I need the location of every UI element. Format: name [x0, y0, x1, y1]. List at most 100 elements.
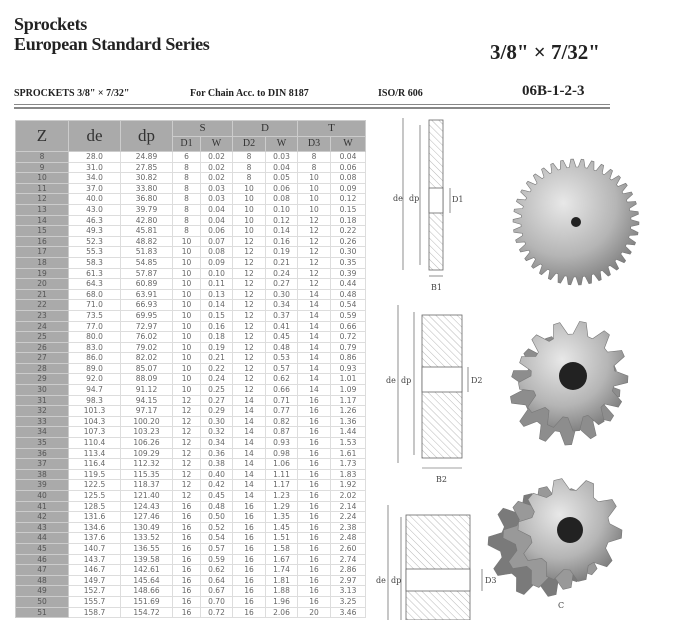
chain-standard: For Chain Acc. to DIN 8187 — [190, 88, 309, 99]
triple-sprocket-section: de dp D3 C — [376, 505, 564, 620]
table-cell: 0.79 — [330, 341, 366, 354]
table-cell: 1.01 — [330, 373, 366, 386]
table-cell: 1.92 — [330, 479, 366, 491]
table-cell: 2.14 — [330, 500, 366, 513]
table-cell: 1.44 — [330, 426, 366, 439]
col-d1: D1 — [172, 135, 201, 152]
label-b1: B1 — [431, 283, 442, 292]
label-c: C — [558, 601, 564, 610]
divider — [14, 104, 610, 105]
label-dp: dp — [401, 376, 411, 385]
label-b2: B2 — [436, 475, 447, 484]
col-w: W — [330, 135, 366, 152]
table-cell: 0.44 — [330, 278, 366, 290]
single-sprocket-section: de dp D1 B1 — [393, 118, 464, 292]
product-label: SPROCKETS 3/8" × 7/32" — [14, 88, 130, 99]
table-cell: 0.48 — [330, 288, 366, 301]
pitch-size: 3/8" × 7/32" — [490, 40, 600, 64]
col-de: de — [68, 120, 121, 152]
table-cell: 1.83 — [330, 468, 366, 481]
table-cell: 2.02 — [330, 490, 366, 502]
table-cell: 1.53 — [330, 437, 366, 449]
col-z: Z — [15, 120, 69, 152]
iso-standard: ISO/R 606 — [378, 88, 423, 99]
col-w: W — [265, 135, 298, 152]
table-cell: 0.93 — [330, 362, 366, 375]
table-cell: 1.09 — [330, 384, 366, 396]
label-dp: dp — [391, 576, 401, 585]
col-d2: D2 — [232, 135, 266, 152]
table-cell: 0.59 — [330, 309, 366, 322]
table-cell: 1.73 — [330, 458, 366, 470]
table-cell: 1.61 — [330, 447, 366, 460]
table-cell: 0.39 — [330, 267, 366, 280]
label-d3: D3 — [485, 576, 497, 585]
page-subtitle: European Standard Series — [14, 34, 210, 54]
label-dp: dp — [409, 194, 419, 203]
table-cell: 0.30 — [330, 246, 366, 258]
page-title: Sprockets — [14, 14, 87, 34]
col-dp: dp — [120, 120, 173, 152]
label-d1: D1 — [452, 195, 464, 204]
label-de: de — [386, 376, 396, 385]
table-cell: 0.54 — [330, 299, 366, 311]
product-code: 06B-1-2-3 — [522, 83, 585, 99]
table-cell: 0.66 — [330, 320, 366, 333]
label-d2: D2 — [471, 376, 483, 385]
table-cell: 1.26 — [330, 405, 366, 417]
table-cell: 1.36 — [330, 415, 366, 428]
table-cell: 0.86 — [330, 352, 366, 364]
bore-hole — [559, 362, 587, 390]
label-de: de — [376, 576, 386, 585]
divider — [14, 107, 610, 109]
table-cell: 3.46 — [330, 606, 366, 619]
table-cell: 1.17 — [330, 394, 366, 407]
table-cell: 0.35 — [330, 256, 366, 269]
label-de: de — [393, 194, 403, 203]
table-cell: 0.72 — [330, 331, 366, 343]
bore-hole — [571, 217, 581, 227]
bore-hole — [557, 517, 583, 543]
col-w: W — [200, 135, 233, 152]
double-sprocket-section: de dp D2 B2 — [386, 305, 483, 484]
